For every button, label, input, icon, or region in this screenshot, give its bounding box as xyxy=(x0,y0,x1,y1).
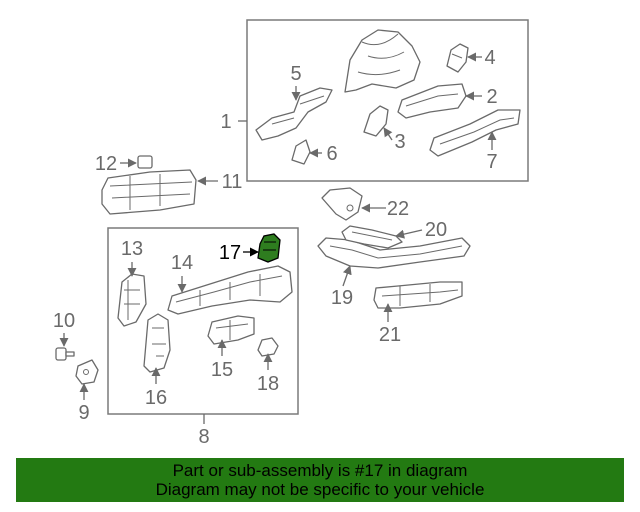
part-9[interactable] xyxy=(75,359,99,385)
callout-7: 7 xyxy=(486,151,497,173)
part-11[interactable] xyxy=(101,169,197,215)
callout-19: 19 xyxy=(331,287,353,309)
callout-8: 8 xyxy=(198,426,209,448)
callout-1: 1 xyxy=(220,111,231,133)
part-13[interactable] xyxy=(117,273,147,327)
banner-line-2: Diagram may not be specific to your vehi… xyxy=(155,480,485,499)
banner-line-1: Part or sub-assembly is #17 in diagram xyxy=(172,461,468,480)
part-16[interactable] xyxy=(143,313,171,373)
info-banner: Part or sub-assembly is #17 in diagram D… xyxy=(16,458,624,502)
callout-10: 10 xyxy=(53,310,75,332)
callout-20: 20 xyxy=(425,219,447,241)
part-2[interactable] xyxy=(397,83,467,119)
leader-lines xyxy=(59,52,497,424)
callout-18: 18 xyxy=(257,373,279,395)
callout-21: 21 xyxy=(379,324,401,346)
part-20[interactable] xyxy=(341,225,403,249)
callout-9: 9 xyxy=(78,402,89,424)
part-3[interactable] xyxy=(363,105,389,137)
callout-17: 17 xyxy=(219,242,241,264)
callout-11: 11 xyxy=(222,171,243,193)
callout-6: 6 xyxy=(326,143,337,165)
callout-12: 12 xyxy=(95,153,117,175)
part-10-bolt[interactable] xyxy=(55,347,75,361)
callout-15: 15 xyxy=(211,359,233,381)
part-7[interactable] xyxy=(429,109,521,157)
part-shock-tower[interactable] xyxy=(344,29,421,93)
part-12[interactable] xyxy=(137,155,153,169)
part-4[interactable] xyxy=(446,43,469,73)
part-14[interactable] xyxy=(167,265,293,315)
part-5[interactable] xyxy=(255,87,333,141)
callout-2: 2 xyxy=(486,86,497,108)
callout-13: 13 xyxy=(121,238,143,260)
part-6[interactable] xyxy=(291,139,311,165)
callout-14: 14 xyxy=(171,252,193,274)
assembly-8-frame xyxy=(107,227,299,415)
assembly-1-frame xyxy=(246,19,529,182)
part-15[interactable] xyxy=(207,315,255,345)
callout-4: 4 xyxy=(484,47,495,69)
part-17-highlighted[interactable] xyxy=(257,233,281,263)
callout-3: 3 xyxy=(394,131,405,153)
part-21[interactable] xyxy=(373,281,463,309)
callout-16: 16 xyxy=(145,387,167,409)
callout-5: 5 xyxy=(290,63,301,85)
part-22[interactable] xyxy=(321,187,363,221)
callout-22: 22 xyxy=(387,198,409,220)
part-18[interactable] xyxy=(257,337,279,357)
